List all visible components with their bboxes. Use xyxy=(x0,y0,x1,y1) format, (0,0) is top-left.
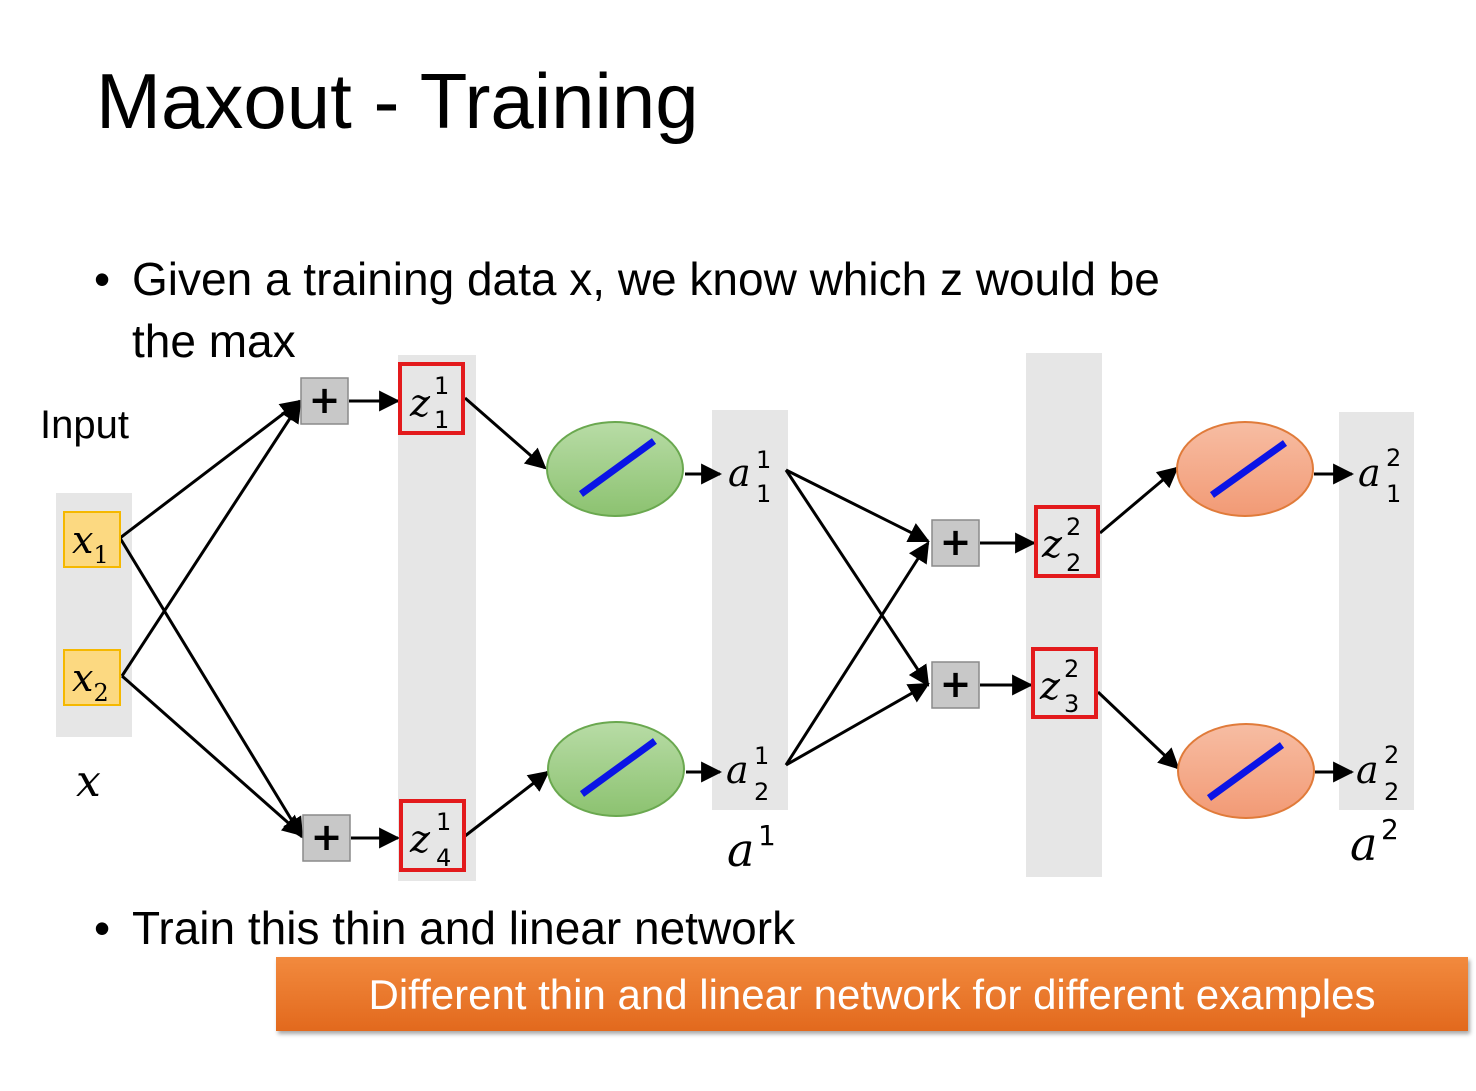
input-label: Input xyxy=(40,403,129,447)
input-x1-box xyxy=(63,511,121,568)
z22-sub: 2 xyxy=(1066,549,1081,577)
linear-activation-icon xyxy=(1206,742,1285,801)
a22-sup: 2 xyxy=(1384,741,1399,769)
a1-vector-label: a xyxy=(727,823,754,877)
linear-node-2 xyxy=(547,721,685,817)
a22-sub: 2 xyxy=(1384,778,1399,806)
a12-label: a xyxy=(726,748,749,792)
z14-label: z xyxy=(409,817,431,861)
a1-column-bg xyxy=(712,410,788,810)
edge-z22-node xyxy=(1099,466,1179,535)
edge-x1-sum1 xyxy=(119,399,302,540)
edge-a11-sum2 xyxy=(785,468,930,543)
z22-highlight xyxy=(1034,505,1100,578)
z23-label: z xyxy=(1039,664,1061,708)
sum-node-2: + xyxy=(931,519,980,567)
edge-z23-node xyxy=(1096,690,1180,770)
svg-text:+: + xyxy=(940,520,972,564)
sum-node-3: + xyxy=(931,661,980,709)
bullet-text-line2: the max xyxy=(132,315,296,367)
z11-sup: 1 xyxy=(434,372,449,400)
a2-vector-sup: 2 xyxy=(1381,813,1399,846)
edge-x2-sum4 xyxy=(121,674,304,837)
z23-highlight xyxy=(1031,647,1098,719)
a21-sub: 1 xyxy=(1386,480,1401,508)
bullet-text: Train this thin and linear network xyxy=(132,902,796,954)
z11-highlight xyxy=(398,362,465,435)
a12-sup: 1 xyxy=(754,742,769,770)
input-x2-box xyxy=(63,649,121,706)
a22-label: a xyxy=(1356,748,1379,792)
slide-title: Maxout - Training xyxy=(96,57,699,145)
linear-activation-icon xyxy=(578,438,657,497)
linear-activation-icon xyxy=(579,738,658,797)
z1-column-bg xyxy=(398,355,476,881)
edge-x1-sum4 xyxy=(118,537,304,839)
sum-node-1: + xyxy=(300,377,349,425)
z2-column-bg xyxy=(1026,353,1102,877)
bullet-dot: • xyxy=(94,902,111,954)
edge-a12-sum3 xyxy=(785,682,930,767)
linear-activation-icon xyxy=(1209,440,1288,498)
svg-text:+: + xyxy=(311,815,343,859)
z22-sup: 2 xyxy=(1066,513,1081,541)
z11-sub: 1 xyxy=(434,406,449,434)
a2-vector-label: a xyxy=(1350,817,1377,871)
svg-text:+: + xyxy=(940,662,972,706)
input-x1-label: x1 xyxy=(72,518,109,569)
a11-sub: 1 xyxy=(756,480,771,508)
z14-sup: 1 xyxy=(436,808,451,836)
linear-node-4 xyxy=(1177,723,1315,819)
edge-x2-sum1 xyxy=(120,401,302,677)
bullet-given-training-data: • Given a training data x, we know which … xyxy=(94,248,1394,372)
z14-highlight xyxy=(399,799,466,872)
edge-a11-sum3 xyxy=(784,469,930,687)
input-x2-label: x2 xyxy=(72,656,109,707)
z11-label: z xyxy=(409,381,431,425)
highlight-banner: Different thin and linear network for di… xyxy=(276,957,1468,1031)
a21-label: a xyxy=(1358,451,1381,495)
bullet-dot: • xyxy=(94,253,111,305)
a11-label: a xyxy=(728,451,751,495)
linear-node-3 xyxy=(1176,421,1314,517)
z23-sup: 2 xyxy=(1064,655,1079,683)
z14-sub: 4 xyxy=(436,844,451,872)
edge-a12-sum2 xyxy=(784,541,930,766)
bullet-text-line1: Given a training data x, we know which z… xyxy=(132,253,1160,305)
a1-vector-sup: 1 xyxy=(758,819,776,852)
bullet-train-network: • Train this thin and linear network xyxy=(94,897,795,959)
a12-sub: 2 xyxy=(754,778,769,806)
z23-sub: 3 xyxy=(1064,690,1079,718)
edge-z4-node xyxy=(464,770,550,838)
sum-node-4: + xyxy=(302,814,351,862)
linear-node-1 xyxy=(546,421,684,517)
edge-z1-node xyxy=(464,396,547,470)
svg-text:+: + xyxy=(309,378,341,422)
a11-sup: 1 xyxy=(756,446,771,474)
z22-label: z xyxy=(1041,522,1063,566)
input-vector-label: x xyxy=(76,756,101,807)
a21-sup: 2 xyxy=(1386,444,1401,472)
